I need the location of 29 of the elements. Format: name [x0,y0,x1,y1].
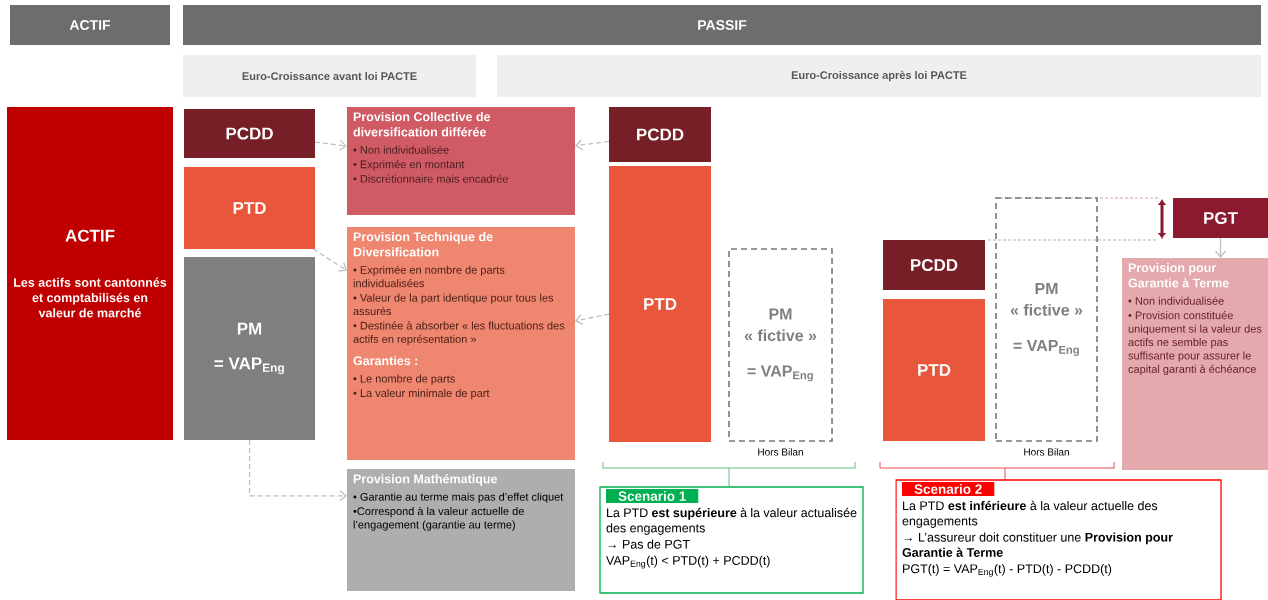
stack-block: PCDD [184,109,315,158]
arrow [575,139,610,151]
arrow [1214,237,1227,258]
description-box: Provision Technique de Diversification • Exprimée en nombre de parts individualisées • Valeur de la part identique pour tous les assurés • Destinée à absorber « les fluctuations des actifs en représentation » Garanties : • Le nombre de parts • La valeur minimale de part [347,227,575,460]
scenario-box: Scenario 2 La PTD est inférieure à la valeur actuelle des engagements → L’assureur doit constituer une Provision pour Garantie à Terme PGT(t) = VAP$_{Eng}$(t) - PTD(t) - PCDD(t) [895,479,1222,600]
section-band: Euro-Croissance après loi PACTE [497,55,1261,97]
arrow [575,313,610,326]
stack-block: PCDD [883,240,985,290]
section-band: Euro-Croissance avant loi PACTE [183,55,476,97]
stack-block: PTD [883,299,985,441]
scenario-box: Scenario 1 La PTD est supérieure à la valeur actualisée des engagements → Pas de PGT VAP$_{Eng}$(t) < PTD(t) + PCDD(t) [599,486,864,594]
description-box: Provision Mathématique • Garantie au terme mais pas d’effet cliquet •Correspond à la valeur actuelle de l’engagement (garantie au terme) [347,469,575,591]
description-box: Provision pour Garantie à Terme • Non individualisée • Provision constituée uniquement si la valeur des actifs ne semble pas suffisante pour assurer le capital garanti à échéance [1122,258,1268,470]
stack-block: PTD [609,166,711,442]
arrow [312,248,347,272]
dashed-box: PM « fictive » = VAP$_{Eng}$ [995,197,1098,442]
column-box: ACTIF Les actifs sont cantonnés et comptabilisés en valeur de marché [7,107,173,440]
header-bar: ACTIF [10,5,170,45]
caption-text: Hors Bilan [758,448,803,456]
stack-block: PCDD [609,107,711,162]
stack-block: PM = VAP$_{Eng}$ [184,257,315,440]
stack-block: PTD [184,167,315,249]
header-bar: PASSIF [183,5,1261,45]
stack-block: PGT [1173,198,1268,238]
caption-text: Hors Bilan [1024,448,1069,456]
arrow [248,439,347,502]
dashed-box: PM « fictive » = VAP$_{Eng}$ [728,248,833,442]
arrow [314,139,347,151]
description-box: Provision Collective de diversification différée • Non individualisée • Exprimée en montant • Discrétionnaire mais encadrée [347,107,575,215]
